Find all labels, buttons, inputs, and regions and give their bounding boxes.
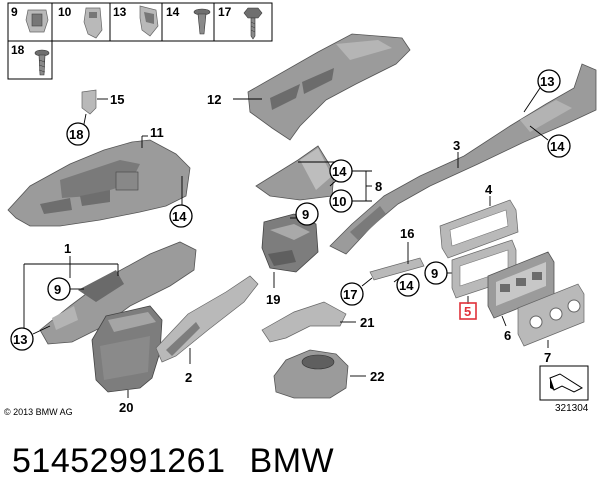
small-parts-table: 9 10 13 14 17 18 — [7, 2, 273, 80]
callout-15: 15 — [110, 92, 124, 107]
bubble-9-c: 9 — [54, 282, 61, 297]
part-21-upper-cover — [261, 301, 347, 343]
part-number: 51452991261 — [12, 442, 226, 480]
spring-clip-icon — [139, 5, 159, 37]
kit-label-18: 18 — [11, 43, 25, 57]
callout-22: 22 — [370, 369, 384, 384]
callout-11: 11 — [150, 125, 164, 140]
bubble-17: 17 — [343, 287, 357, 302]
reference-box — [539, 365, 589, 401]
bubble-9-b: 9 — [431, 266, 438, 281]
part-19-bracket — [261, 213, 319, 273]
bubble-10: 10 — [332, 194, 346, 209]
expanding-rivet-icon — [193, 8, 211, 35]
part-1-lower-panel — [39, 241, 197, 345]
clip-nut-icon — [25, 9, 49, 33]
kit-label-9: 9 — [11, 5, 18, 19]
bubble-14-c: 14 — [550, 139, 565, 154]
part-11-carrier — [7, 139, 191, 227]
bubble-9-a: 9 — [302, 207, 309, 222]
bubble-14-b: 14 — [332, 164, 347, 179]
callout-20: 20 — [119, 400, 133, 415]
callout-1: 1 — [64, 241, 71, 256]
brand-name: BMW — [249, 442, 335, 480]
part-4-frame — [439, 199, 519, 259]
callout-2: 2 — [185, 370, 192, 385]
part-7-panel — [517, 283, 585, 347]
callout-21: 21 — [360, 315, 374, 330]
bubble-13-a: 13 — [540, 74, 554, 89]
part-3-trim-strip — [329, 63, 597, 255]
kit-label-17: 17 — [218, 5, 232, 19]
kit-label-10: 10 — [58, 5, 72, 19]
part-16-strip — [369, 257, 425, 281]
callout-8: 8 — [375, 179, 382, 194]
diagram-ref: 321304 — [555, 403, 589, 414]
callout-12: 12 — [207, 92, 221, 107]
bubble-14-a: 14 — [172, 209, 187, 224]
kit-label-13: 13 — [113, 5, 127, 19]
callout-7: 7 — [544, 350, 551, 365]
highlight-box — [459, 302, 477, 320]
clip-bracket-icon — [83, 7, 103, 39]
part-info: 51452991261 BMW — [12, 442, 334, 481]
callout-16: 16 — [400, 226, 414, 241]
part-8-side-cover — [255, 145, 335, 201]
bolt-icon — [34, 49, 50, 76]
callout-5: 5 — [464, 304, 471, 319]
hex-screw-icon — [243, 7, 263, 40]
kit-label-14: 14 — [166, 5, 180, 19]
callout-6: 6 — [504, 328, 511, 343]
callout-19: 19 — [266, 292, 280, 307]
callout-4: 4 — [485, 182, 493, 197]
part-2-trim — [155, 275, 259, 363]
copyright: © 2013 BMW AG — [4, 407, 73, 417]
bubble-14-d: 14 — [399, 278, 414, 293]
part-22-lower-cover — [273, 349, 349, 399]
part-12-upper-cover — [247, 33, 411, 141]
part-20-glovebox — [91, 305, 163, 393]
callout-3: 3 — [453, 138, 460, 153]
part-15-bracket — [81, 89, 97, 115]
bubble-18: 18 — [69, 127, 83, 142]
bubble-13-b: 13 — [13, 332, 27, 347]
